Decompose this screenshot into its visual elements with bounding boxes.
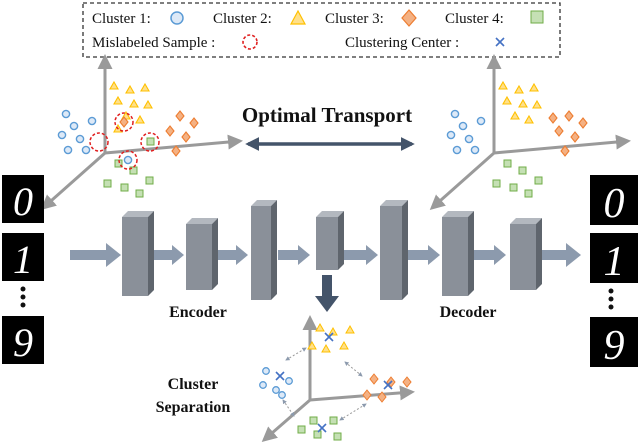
output-digit-9-image bbox=[590, 317, 638, 367]
flow-arrow-2 bbox=[218, 245, 248, 265]
separation-cluster2-points bbox=[307, 322, 355, 353]
legend: Cluster 1: Cluster 2: Cluster 3: Cluster… bbox=[82, 2, 561, 58]
flow-arrow-3 bbox=[278, 245, 310, 265]
cluster4-marker-icon bbox=[530, 10, 544, 24]
separation-axis-z bbox=[261, 398, 311, 442]
separation-axis-x bbox=[309, 385, 415, 402]
left-cluster4-points bbox=[103, 137, 155, 198]
right-cluster-plot bbox=[429, 54, 631, 210]
flow-arrow-4 bbox=[344, 245, 378, 265]
output-digits: 0 1 9 bbox=[590, 175, 638, 369]
output-digit-0-image bbox=[590, 175, 638, 225]
flow-arrow-5 bbox=[408, 245, 440, 265]
flow-arrows bbox=[70, 243, 581, 312]
legend-mislabeled-label: Mislabeled Sample : bbox=[92, 35, 215, 51]
flow-arrow-in bbox=[70, 243, 121, 267]
optimal-transport-title: Optimal Transport bbox=[242, 103, 412, 127]
flow-arrow-6 bbox=[474, 245, 506, 265]
legend-cluster3-label: Cluster 3: bbox=[325, 11, 384, 27]
output-ellipsis bbox=[608, 288, 614, 310]
input-ellipsis bbox=[20, 286, 26, 308]
input-digit-9-image bbox=[2, 316, 44, 364]
left-axis-z bbox=[40, 151, 106, 210]
optimal-transport: Optimal Transport bbox=[242, 103, 415, 151]
separation-cluster3-points bbox=[362, 373, 412, 403]
legend-cluster1-label: Cluster 1: bbox=[92, 11, 151, 27]
flow-arrow-out bbox=[542, 243, 581, 267]
legend-center-label: Clustering Center : bbox=[345, 35, 459, 51]
flow-arrow-1 bbox=[154, 245, 184, 265]
layer-block-2 bbox=[186, 218, 218, 290]
left-cluster-plot bbox=[40, 54, 243, 210]
output-digit-0: 0 bbox=[604, 181, 625, 227]
output-digit-1-image bbox=[590, 233, 638, 283]
right-cluster4-points bbox=[492, 159, 543, 198]
separation-cluster4-points bbox=[297, 416, 342, 441]
right-cluster2-points bbox=[498, 80, 542, 124]
legend-border bbox=[82, 2, 561, 58]
separation-cluster1-points bbox=[259, 367, 293, 399]
output-digit-1: 1 bbox=[604, 239, 625, 285]
cluster3-marker-icon bbox=[401, 9, 417, 27]
mislabeled-marker-icon bbox=[242, 34, 258, 50]
cluster-separation: Cluster Separation bbox=[156, 315, 415, 442]
layer-block-1 bbox=[122, 211, 154, 296]
separation-distance-arrows bbox=[282, 347, 367, 421]
right-axis-z bbox=[429, 151, 495, 210]
layer-block-4 bbox=[380, 200, 408, 300]
encoder-label: Encoder bbox=[169, 304, 227, 321]
separation-center-icons bbox=[275, 332, 393, 433]
input-digit-0-image bbox=[2, 175, 44, 223]
input-digits: 0 1 9 bbox=[2, 175, 44, 365]
autoencoder-network: Encoder Decoder bbox=[70, 200, 581, 321]
layer-block-latent bbox=[316, 211, 344, 270]
right-cluster1-points bbox=[446, 109, 486, 155]
legend-cluster2-label: Cluster 2: bbox=[213, 11, 272, 27]
layer-block-3 bbox=[251, 200, 277, 300]
left-mislabeled-rings bbox=[89, 112, 160, 170]
flow-arrow-down bbox=[315, 275, 339, 312]
right-cluster3-points bbox=[548, 110, 588, 157]
cluster2-marker-icon bbox=[289, 9, 307, 25]
left-cluster3-points bbox=[119, 110, 199, 157]
decoder-label: Decoder bbox=[440, 304, 497, 321]
input-digit-1: 1 bbox=[13, 237, 33, 282]
right-axis-x bbox=[493, 134, 631, 155]
input-digit-9: 9 bbox=[13, 320, 33, 365]
input-digit-1-image bbox=[2, 233, 44, 281]
legend-cluster4-label: Cluster 4: bbox=[445, 11, 504, 27]
layer-block-5 bbox=[442, 211, 474, 296]
input-digit-0: 0 bbox=[13, 179, 33, 224]
separation-label-line2: Separation bbox=[156, 399, 231, 416]
separation-label-line1: Cluster bbox=[168, 376, 219, 393]
output-digit-9: 9 bbox=[604, 323, 625, 369]
left-cluster1-points bbox=[57, 109, 133, 165]
left-cluster2-points bbox=[109, 80, 153, 133]
cluster1-marker-icon bbox=[170, 11, 184, 25]
layer-block-6 bbox=[510, 218, 542, 290]
center-marker-icon bbox=[495, 37, 505, 47]
